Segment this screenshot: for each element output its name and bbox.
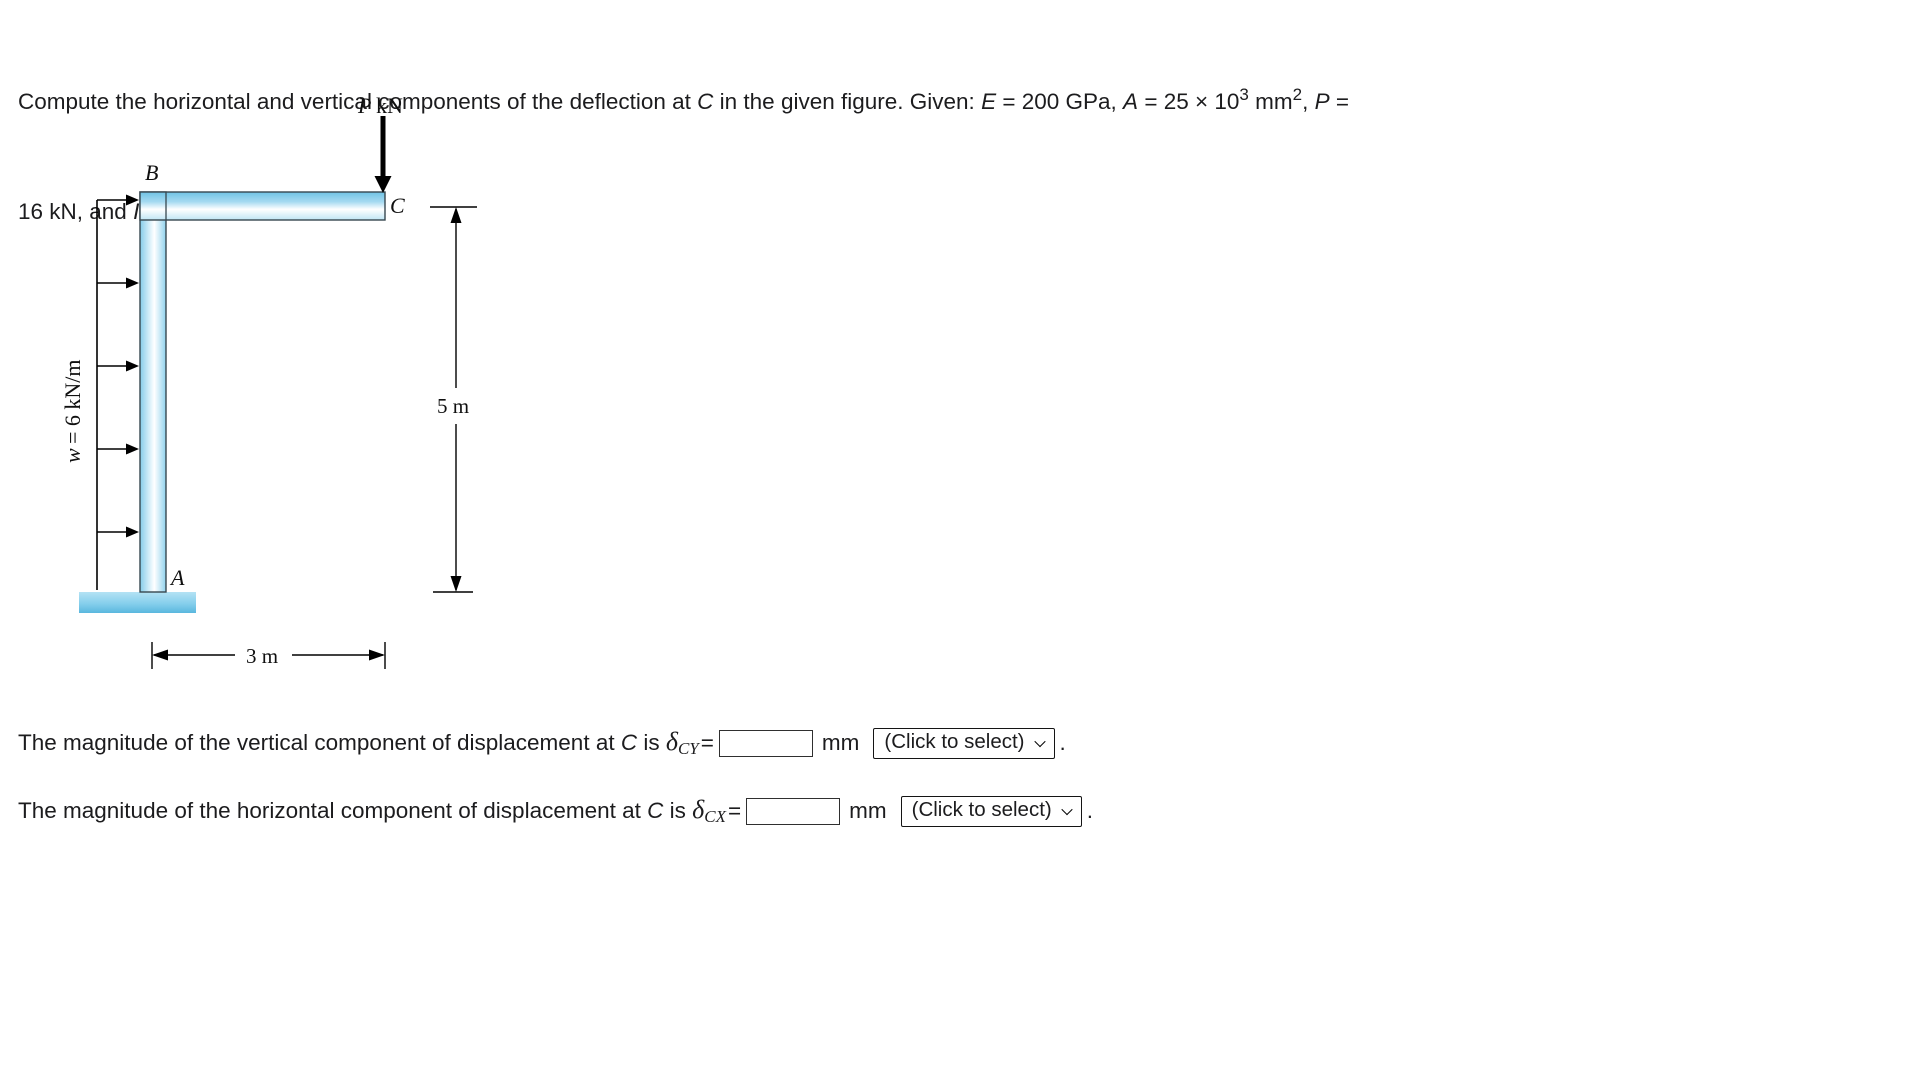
variable-a: A	[1123, 89, 1139, 114]
width-dim-label: 3 m	[246, 644, 278, 668]
variable-e: E	[981, 89, 997, 114]
answer-row-vertical: The magnitude of the vertical component …	[18, 724, 1066, 762]
height-dimension-arrowheads	[450, 207, 462, 592]
superscript: 3	[1239, 85, 1249, 104]
variable-i: I	[133, 199, 140, 224]
distributed-load-label: w = 6 kN/m	[60, 359, 85, 463]
delta-symbol: δ	[665, 727, 678, 756]
variable-c: C	[647, 798, 664, 823]
chevron-down-icon	[1033, 735, 1046, 747]
label-c: C	[390, 193, 405, 218]
label-a: A	[169, 565, 185, 590]
answer-text: .	[1086, 798, 1093, 823]
distributed-load-lines	[96, 199, 128, 590]
delta-symbol: δ	[692, 795, 705, 824]
unit-label: mm	[821, 730, 860, 755]
superscript: 2	[1292, 85, 1303, 104]
problem-text: in the given figure. Given:	[713, 89, 982, 114]
height-dimension	[430, 206, 477, 593]
select-label: (Click to select)	[884, 730, 1025, 753]
answer-row-horizontal: The magnitude of the horizontal componen…	[18, 792, 1093, 830]
unit-label: mm	[849, 798, 887, 823]
problem-text: = 200 GPa,	[996, 89, 1124, 114]
problem-text: ,	[1302, 89, 1315, 114]
point-load-arrow	[374, 116, 392, 193]
select-label: (Click to select)	[911, 798, 1052, 821]
problem-text: 16 kN, and	[18, 199, 134, 224]
variable-c: C	[620, 730, 638, 755]
chevron-down-icon	[1061, 803, 1073, 815]
equals-sign: =	[700, 730, 714, 755]
problem-text: = 25 × 10	[1138, 89, 1240, 114]
delta-subscript-cy: CY	[677, 739, 699, 758]
point-load-label-unit: kN	[376, 93, 403, 118]
answer-text: .	[1059, 730, 1066, 755]
height-dim-label: 5 m	[437, 394, 469, 418]
delta-cx-direction-select[interactable]: (Click to select)	[900, 795, 1082, 827]
variable-p: P	[1314, 89, 1330, 114]
column-member	[139, 191, 167, 593]
answer-text: is	[637, 730, 666, 755]
distributed-load-arrowheads	[126, 194, 139, 538]
variable-c: C	[697, 89, 714, 114]
problem-text: Compute the horizontal and vertical comp…	[18, 89, 698, 114]
fixed-support-base	[79, 592, 196, 613]
problem-text: =	[1329, 89, 1350, 114]
problem-text: mm	[1248, 89, 1293, 114]
delta-cx-input[interactable]	[746, 797, 841, 825]
delta-subscript-cx: CX	[704, 807, 726, 826]
point-load-label-var: P	[357, 93, 371, 118]
delta-cy-input[interactable]	[718, 729, 813, 757]
svg-text:w: w	[60, 448, 85, 463]
svg-text:= 6 kN/m: = 6 kN/m	[60, 359, 85, 444]
problem-line-1: Compute the horizontal and vertical comp…	[18, 84, 1349, 122]
width-dimension-arrowheads	[152, 649, 385, 661]
answer-text: The magnitude of the horizontal componen…	[18, 798, 648, 823]
label-b: B	[145, 160, 158, 185]
delta-cy-direction-select[interactable]: (Click to select)	[873, 727, 1055, 759]
answer-text: is	[663, 798, 693, 823]
beam-member	[139, 191, 386, 221]
answer-text: The magnitude of the vertical component …	[18, 730, 621, 755]
frame-figure: P kN w = 6 kN/m	[60, 93, 477, 669]
equals-sign: =	[727, 798, 742, 823]
